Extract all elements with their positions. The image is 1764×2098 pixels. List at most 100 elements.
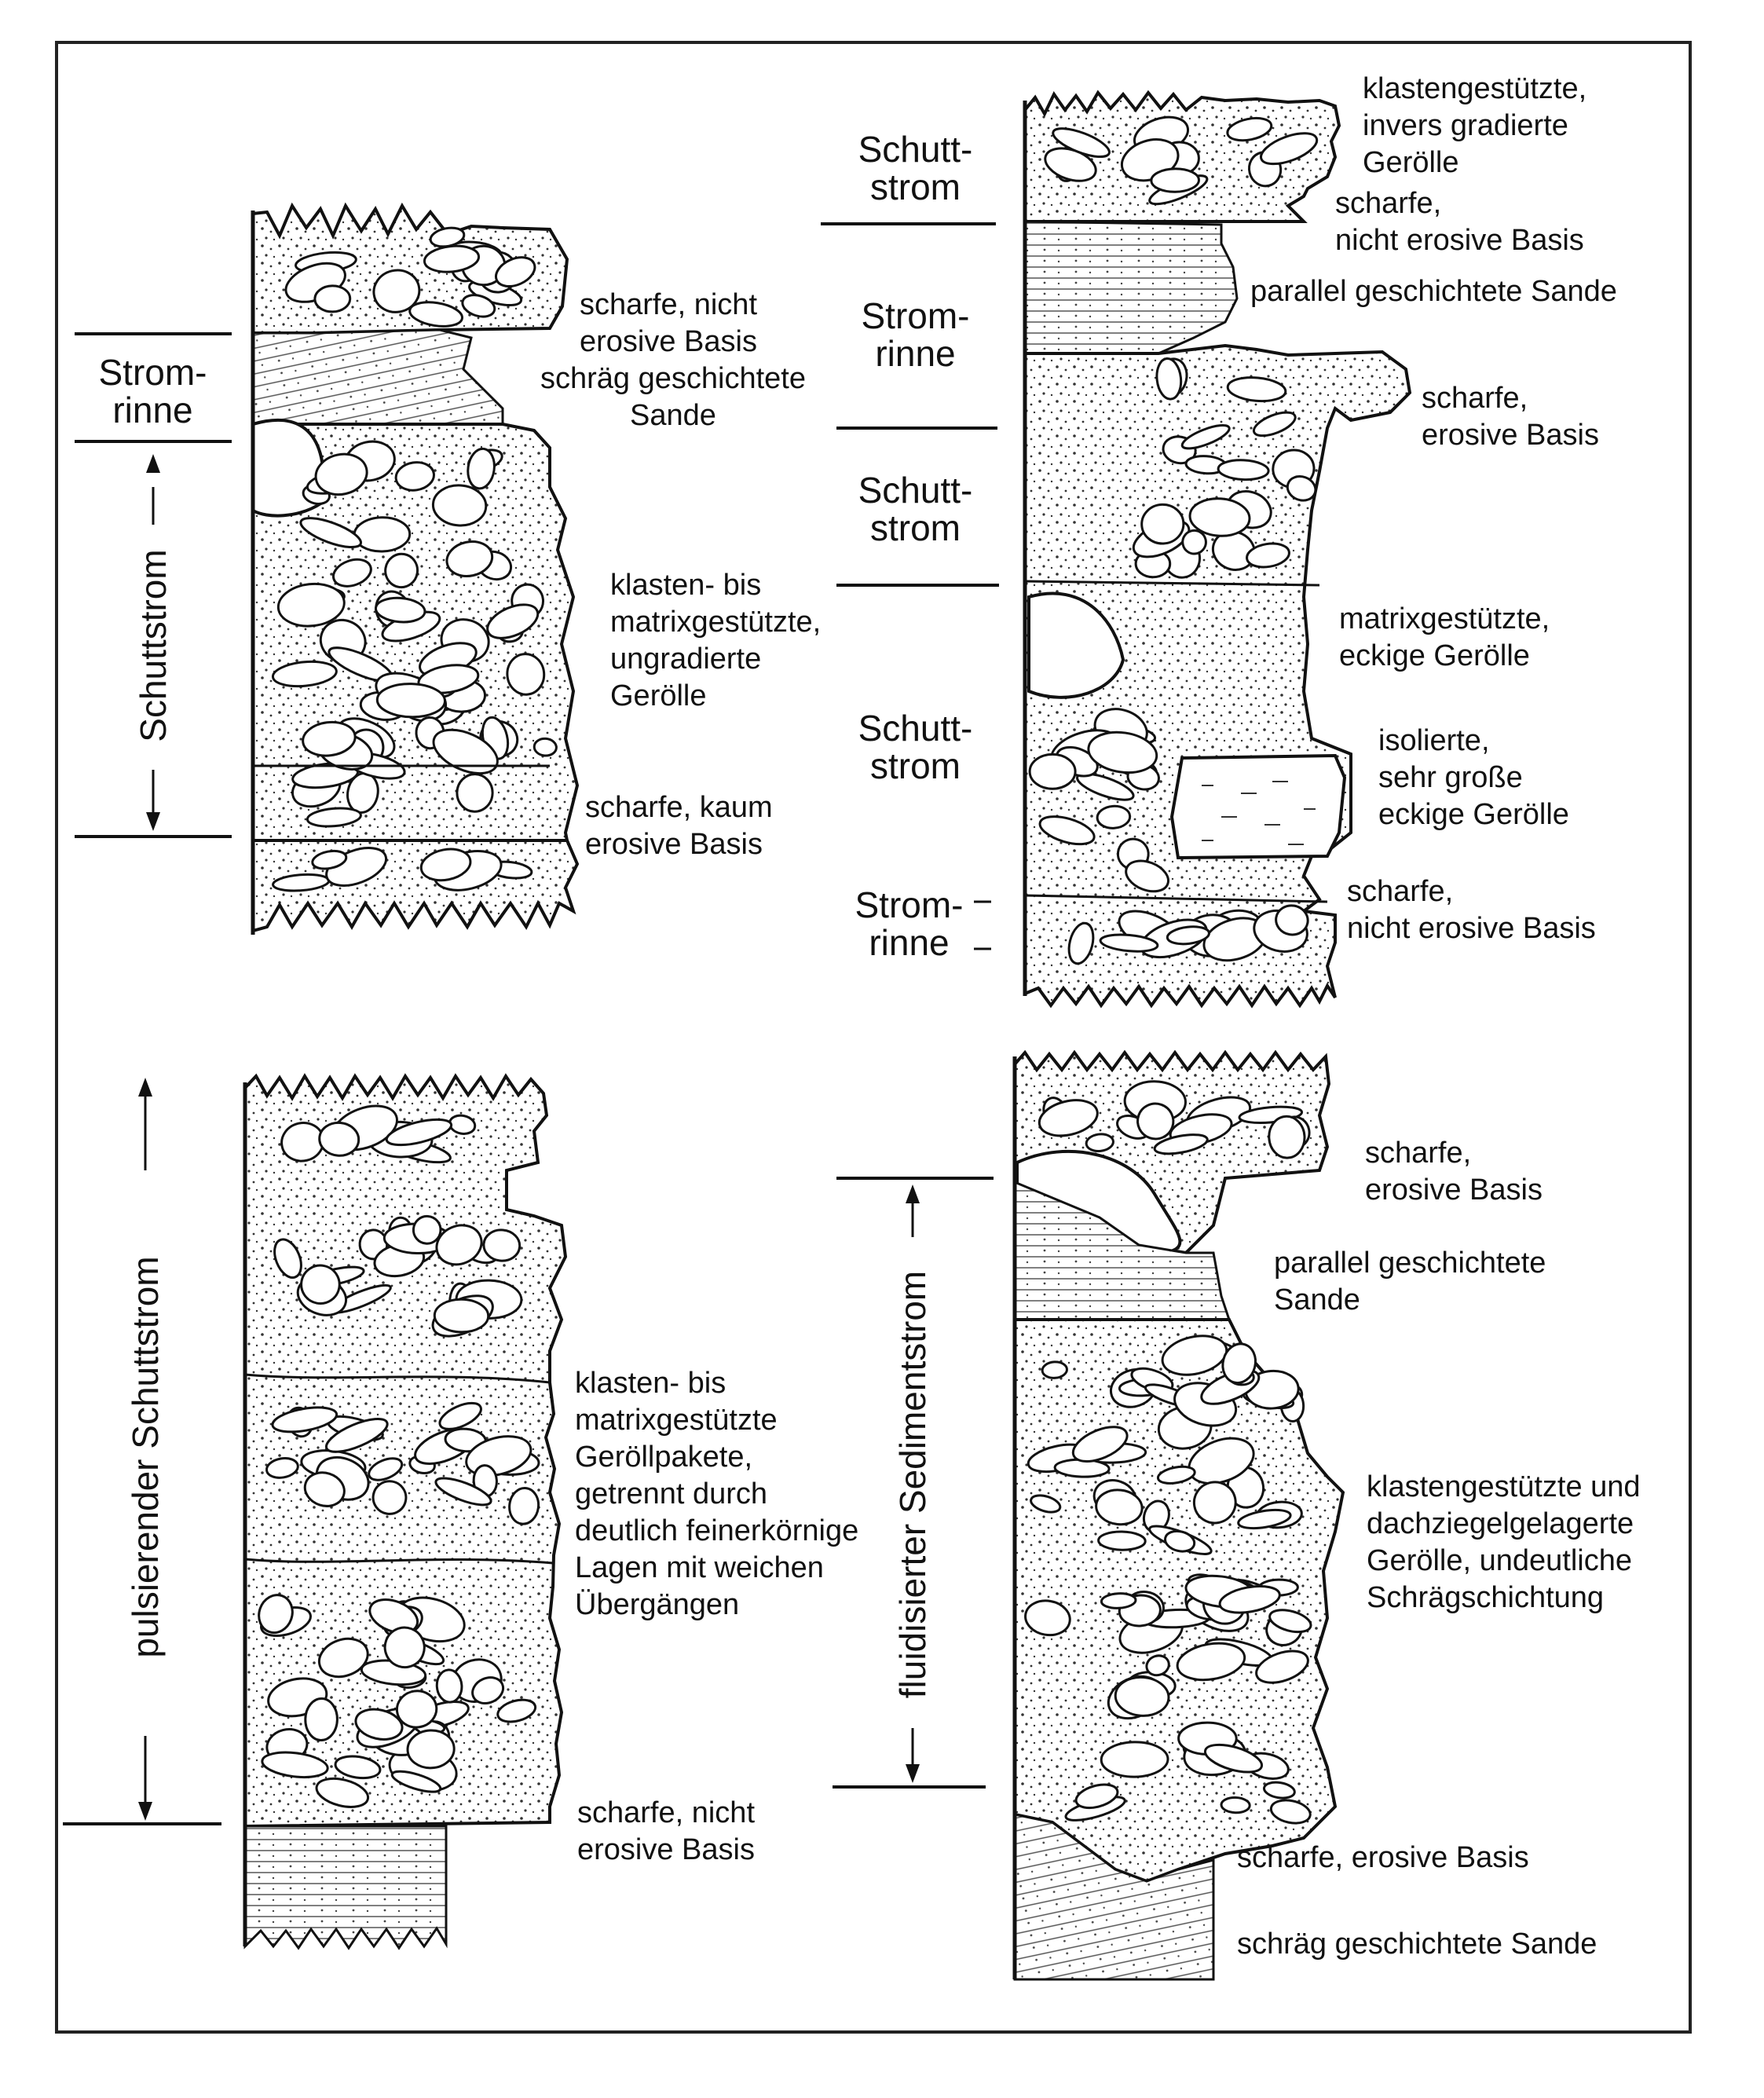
pebble	[1155, 357, 1183, 401]
pebble	[419, 848, 472, 882]
pebble	[1067, 921, 1095, 965]
pebble	[1260, 132, 1319, 166]
unit-label-schuttstrom-1: Schutt-strom	[858, 129, 973, 207]
pebble	[1268, 1609, 1312, 1634]
pebble	[1024, 1599, 1071, 1637]
pebble	[1220, 1796, 1251, 1814]
pebble	[299, 517, 363, 549]
pebble	[1262, 1781, 1296, 1800]
label-schraeg-sande: schräg geschichtete Sande	[1237, 1928, 1597, 1961]
pebble	[1176, 1642, 1246, 1682]
pebble	[390, 1770, 442, 1793]
pebble	[1226, 116, 1273, 142]
pebble	[467, 447, 496, 490]
pebble	[1028, 752, 1077, 790]
unit-label-pulsierender-schuttstrom: pulsierender Schuttstrom	[125, 1256, 166, 1658]
top-right-pebbles-1	[1044, 115, 1319, 206]
pebble	[1246, 542, 1290, 569]
pebble	[1096, 804, 1132, 829]
pebble	[395, 1690, 438, 1729]
pebble	[1180, 424, 1231, 450]
sand-layer	[243, 1825, 448, 1950]
pebble	[1269, 1799, 1312, 1825]
pebble	[435, 1668, 463, 1704]
pebble	[445, 540, 494, 577]
top-right-pebbles-4	[1067, 904, 1309, 965]
figure-frame	[55, 41, 1692, 2034]
bottom-right-pebbles-1	[1038, 1080, 1311, 1159]
pebble	[371, 1480, 408, 1515]
pebble	[1136, 1102, 1175, 1141]
top-right-markers	[821, 222, 999, 950]
column-top-right	[1023, 90, 1412, 1009]
pebble	[495, 256, 536, 287]
column-bottom-right	[1012, 1049, 1345, 1981]
pebble	[1044, 147, 1097, 182]
bottom-left-pebbles-1	[280, 1104, 477, 1164]
pebble	[1041, 1360, 1068, 1379]
bottom-left-markers	[63, 1078, 221, 1825]
pebble	[1087, 730, 1158, 774]
top-left-pebbles-3	[272, 847, 533, 892]
pebble	[1188, 497, 1251, 537]
pebble	[384, 552, 419, 589]
label-basis-2: scharfe,nicht erosive Basis	[1347, 875, 1596, 945]
pebble	[331, 558, 372, 588]
pebble	[486, 603, 540, 639]
label-basis-1: scharfe,nicht erosive Basis	[1335, 187, 1584, 257]
pebble	[1163, 1529, 1196, 1553]
pebble	[353, 516, 412, 553]
pebble	[354, 1708, 404, 1741]
pebble	[271, 1406, 339, 1433]
pebble	[303, 1471, 346, 1507]
label-basis-erosive: scharfe,erosive Basis	[1365, 1137, 1543, 1206]
pebble	[434, 1477, 492, 1507]
pebble	[1153, 1133, 1209, 1155]
pebble	[394, 461, 435, 492]
pebble	[438, 1401, 482, 1430]
pebble	[265, 1456, 299, 1479]
top-left-markers	[75, 332, 232, 838]
pebble	[1114, 1675, 1170, 1717]
pebble	[302, 720, 357, 757]
pebble	[508, 1486, 540, 1525]
label-matrix-eckig: matrixgestützte,eckige Gerölle	[1339, 602, 1550, 672]
pebble	[1252, 411, 1297, 438]
pebble	[1192, 1481, 1237, 1525]
pebble	[1140, 503, 1185, 545]
column-bottom-left	[243, 1073, 568, 1950]
pebble	[1161, 1335, 1228, 1376]
pebble	[368, 1598, 419, 1635]
pebble	[1203, 1743, 1264, 1774]
unit-label-schuttstrom-2: Schutt-strom	[858, 470, 973, 548]
pebble	[271, 660, 338, 688]
label-parallel-sande: parallel geschichtete Sande	[1250, 275, 1617, 308]
top-left-pebbles-1	[284, 226, 536, 328]
pebble	[304, 1697, 339, 1741]
pebble	[324, 1417, 389, 1453]
pebble	[1221, 1342, 1257, 1385]
pebble	[1226, 376, 1287, 403]
pebble	[1074, 1783, 1119, 1810]
top-right-pebbles-2	[1132, 357, 1317, 579]
pebble	[273, 1238, 302, 1279]
unit-label-fluidisierter-sedimentstrom: fluidisierter Sedimentstrom	[892, 1270, 933, 1699]
pebble	[306, 807, 362, 828]
pebble	[532, 737, 558, 757]
pebble	[1145, 1654, 1170, 1677]
pebble	[318, 1121, 360, 1157]
pebble	[429, 226, 466, 248]
pebble	[1150, 167, 1200, 193]
pebble	[456, 773, 494, 813]
top-right-pebbles-3	[1028, 708, 1169, 893]
bottom-left-pebbles-2	[273, 1214, 523, 1338]
unit-label-stromrinne: Strom-rinne	[861, 295, 970, 374]
pebble	[1275, 904, 1309, 936]
bottom-right-markers	[833, 1177, 994, 1789]
bottom-left-pebbles-4	[258, 1594, 537, 1808]
